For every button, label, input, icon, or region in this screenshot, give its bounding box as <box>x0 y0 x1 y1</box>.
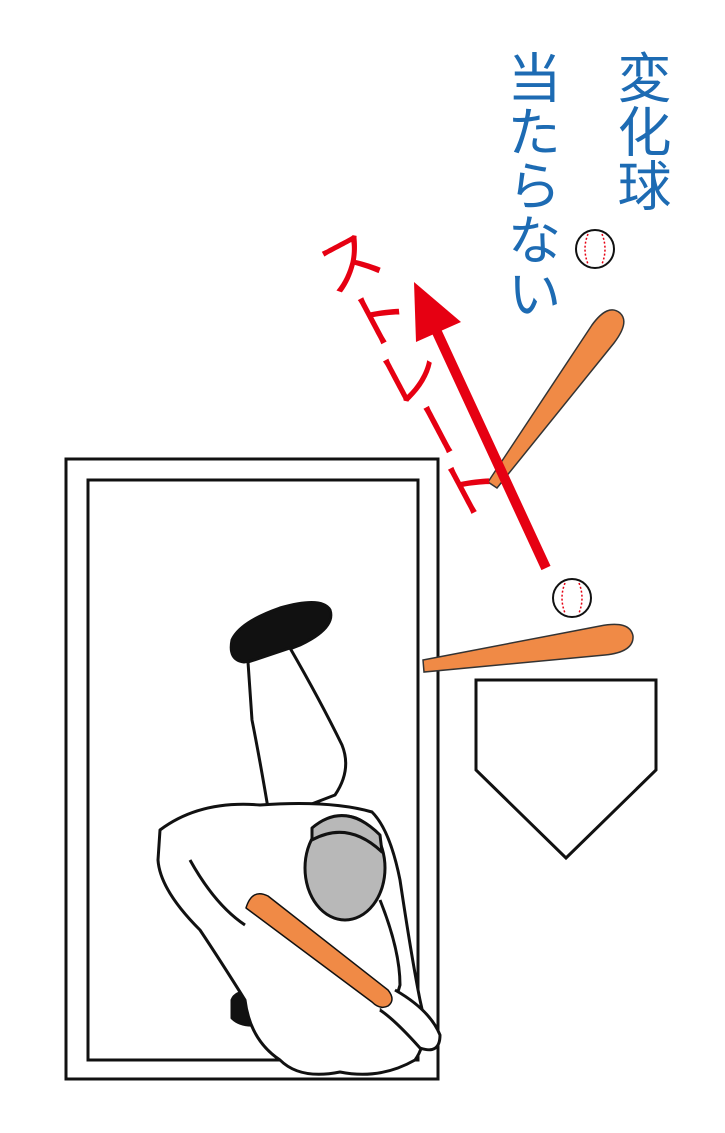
batter-figure <box>156 601 442 1076</box>
baseball-icon <box>552 578 592 618</box>
breaking-ball-label: 変化球 <box>608 50 671 212</box>
bat-high <box>486 309 625 490</box>
home-plate <box>474 678 658 861</box>
arrow-up-icon <box>414 282 461 342</box>
straight-arrow <box>414 282 551 571</box>
bat-low <box>422 623 634 673</box>
front-shoe <box>229 601 333 664</box>
batters-box <box>64 457 440 1081</box>
baseball-icon <box>575 229 615 269</box>
bat-held <box>245 893 393 1009</box>
front-leg <box>246 646 348 822</box>
no-contact-label: 当たらない <box>498 50 561 320</box>
